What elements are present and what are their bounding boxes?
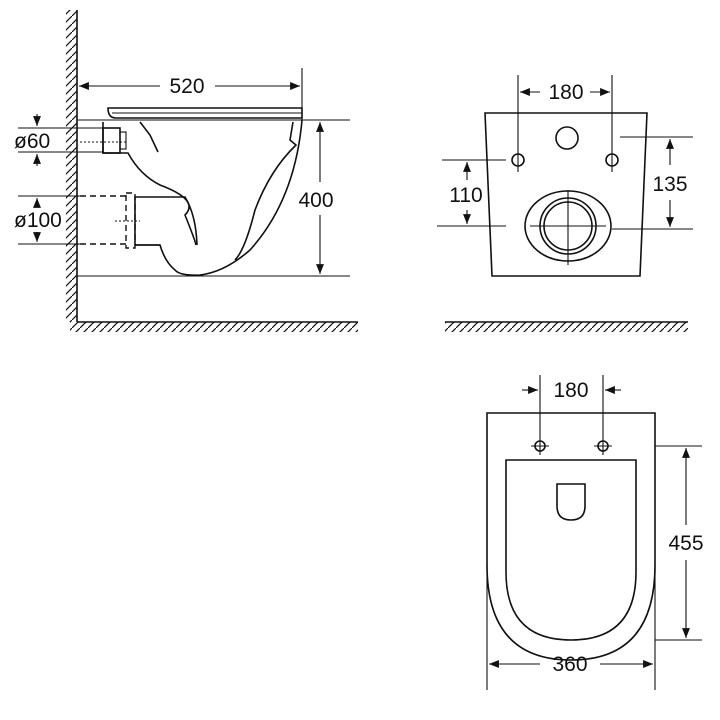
outlet-offset-dimension: 135 [652,173,687,196]
height-dimension: 400 [298,189,333,212]
rear-view: 180 110 135 [437,75,693,332]
wall-hatch [66,10,77,322]
floor-hatch [70,322,358,332]
depth-dimension: 455 [668,532,703,555]
seat [107,107,303,119]
flush-opening [556,483,586,521]
outlet-diameter-dimension: ø100 [14,209,62,232]
rear-bolt-spacing-dimension: 180 [548,81,583,104]
bolt-to-outlet-dimension: 110 [449,184,482,207]
top-outline [486,412,656,661]
width-dimension: 360 [552,653,587,676]
side-view: 520 400 ø60 ø100 [14,10,358,332]
rear-outline [484,112,648,277]
bowl-outline [102,119,303,276]
length-dimension: 520 [169,75,204,98]
top-bolt-spacing-dimension: 180 [553,379,588,402]
top-view: 180 455 360 [486,375,704,690]
inlet-diameter-dimension: ø60 [14,130,50,153]
seat-outline [505,459,637,641]
